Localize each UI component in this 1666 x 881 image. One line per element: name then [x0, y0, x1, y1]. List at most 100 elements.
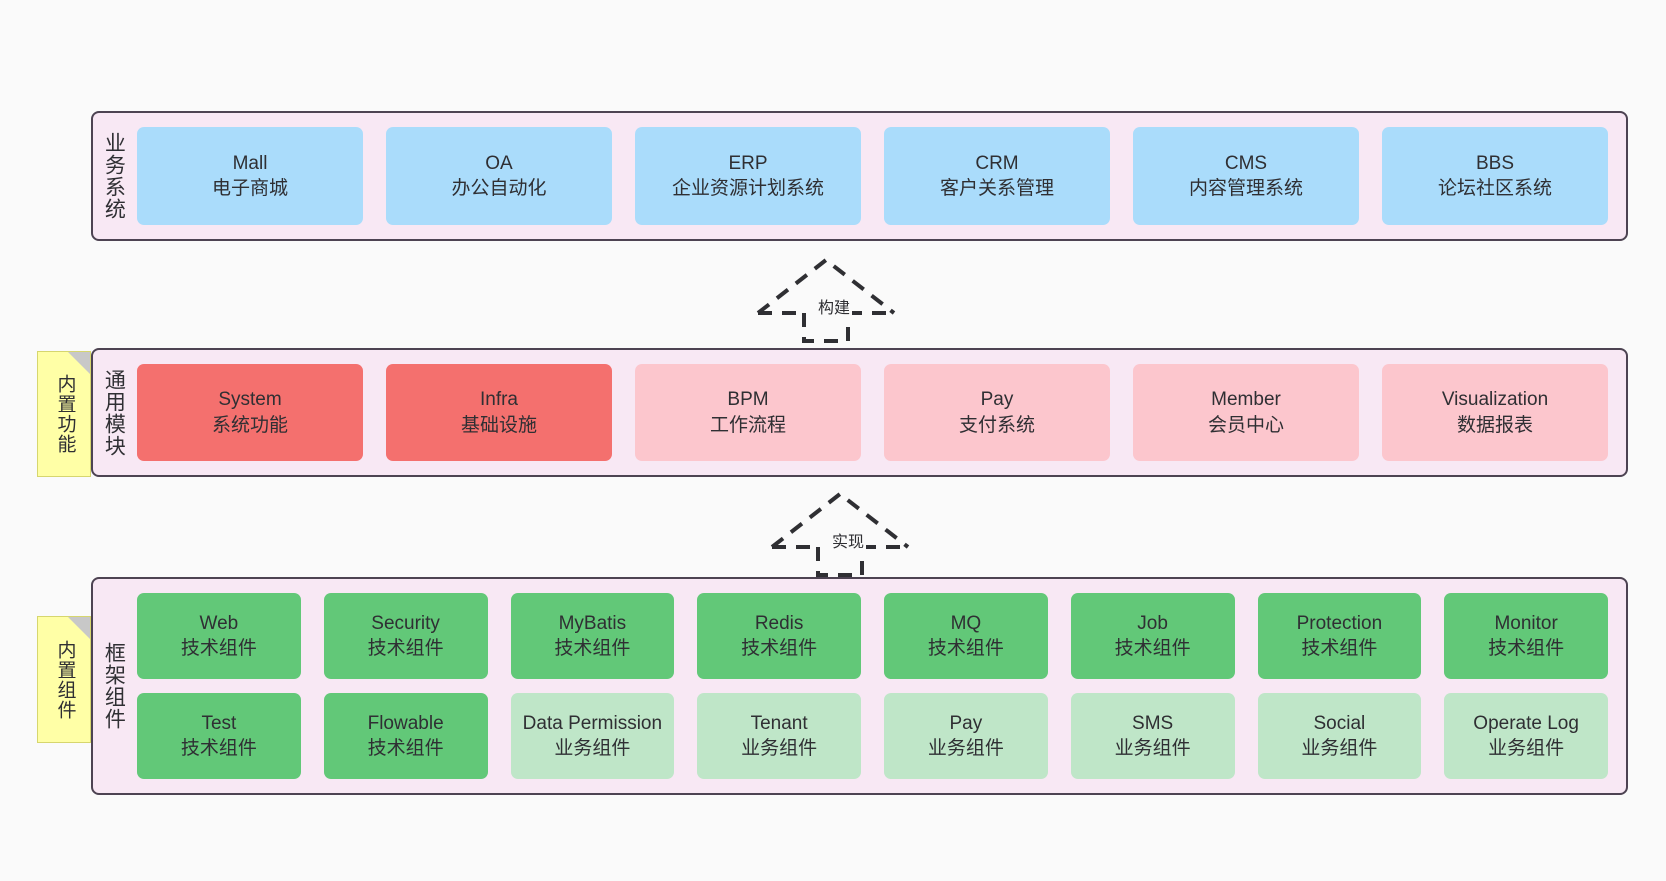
node-title: SMS [1132, 712, 1174, 734]
node-web[interactable]: Web 技术组件 [137, 593, 301, 679]
layer-label-business-system: 业务系统 [102, 132, 126, 220]
node-title: Test [201, 712, 237, 734]
node-subtitle: 业务组件 [1114, 738, 1191, 759]
node-subtitle: 业务组件 [741, 738, 818, 759]
layer-label-framework-component: 框架组件 [102, 642, 126, 730]
layer-row: Test 技术组件 Flowable 技术组件 Data Permission … [137, 693, 1608, 779]
arrow-label-implement: 实现 [830, 528, 867, 552]
node-subtitle: 业务组件 [554, 738, 631, 759]
node-job[interactable]: Job 技术组件 [1070, 593, 1235, 679]
node-monitor[interactable]: Monitor 技术组件 [1444, 593, 1608, 679]
layer-framework-component[interactable]: 框架组件 Web 技术组件 Security 技术组件 MyBatis 技术组件… [91, 577, 1628, 795]
node-erp[interactable]: ERP 企业资源计划系统 [635, 127, 861, 225]
node-subtitle: 技术组件 [1114, 638, 1191, 659]
layer-body-business-system: Mall 电子商城 OA 办公自动化 ERP 企业资源计划系统 CRM 客户关系… [133, 113, 1626, 239]
node-redis[interactable]: Redis 技术组件 [697, 593, 861, 679]
node-title: Member [1211, 389, 1281, 411]
layer-body-common-module: System 系统功能 Infra 基础设施 BPM 工作流程 Pay 支付系统… [133, 350, 1626, 475]
node-title: OA [485, 152, 513, 174]
arrow-head-path [770, 491, 910, 549]
node-subtitle: 客户关系管理 [939, 178, 1054, 199]
layer-business-system[interactable]: 业务系统 Mall 电子商城 OA 办公自动化 ERP 企业资源计划系统 CRM… [91, 111, 1628, 241]
node-pay-module[interactable]: Pay 支付系统 [884, 364, 1110, 461]
node-system[interactable]: System 系统功能 [137, 364, 363, 461]
node-operate-log[interactable]: Operate Log 业务组件 [1444, 693, 1608, 779]
node-subtitle: 办公自动化 [451, 178, 547, 199]
node-sms[interactable]: SMS 业务组件 [1070, 693, 1235, 779]
node-title: Tenant [750, 712, 808, 734]
node-subtitle: 技术组件 [1488, 638, 1565, 659]
node-title: Visualization [1441, 389, 1549, 411]
layer-row: Mall 电子商城 OA 办公自动化 ERP 企业资源计划系统 CRM 客户关系… [137, 127, 1608, 225]
node-title: System [218, 389, 282, 411]
node-subtitle: 会员中心 [1207, 414, 1284, 436]
node-mall[interactable]: Mall 电子商城 [137, 127, 363, 225]
node-subtitle: 业务组件 [1301, 738, 1378, 759]
sticky-note-label: 内置组件 [54, 639, 76, 720]
node-subtitle: 系统功能 [211, 414, 288, 436]
node-flowable[interactable]: Flowable 技术组件 [323, 693, 488, 779]
node-subtitle: 电子商城 [211, 178, 288, 199]
node-title: MQ [950, 612, 982, 634]
node-subtitle: 技术组件 [554, 638, 631, 659]
node-data-permission[interactable]: Data Permission 业务组件 [510, 693, 675, 779]
node-title: Web [199, 612, 239, 634]
node-subtitle: 业务组件 [927, 738, 1004, 759]
node-mybatis[interactable]: MyBatis 技术组件 [510, 593, 675, 679]
node-title: Data Permission [522, 712, 663, 734]
node-social[interactable]: Social 业务组件 [1257, 693, 1422, 779]
node-title: ERP [728, 152, 768, 174]
node-title: BBS [1475, 152, 1515, 174]
node-mq[interactable]: MQ 技术组件 [884, 593, 1048, 679]
node-subtitle: 技术组件 [180, 738, 257, 759]
sticky-note-builtin-function[interactable]: 内置功能 [37, 351, 91, 477]
node-visualization[interactable]: Visualization 数据报表 [1382, 364, 1608, 461]
layer-body-framework-component: Web 技术组件 Security 技术组件 MyBatis 技术组件 Redi… [133, 579, 1626, 793]
node-title: Operate Log [1473, 712, 1579, 734]
node-subtitle: 基础设施 [460, 414, 537, 436]
node-oa[interactable]: OA 办公自动化 [386, 127, 612, 225]
node-pay-component[interactable]: Pay 业务组件 [884, 693, 1048, 779]
layer-common-module[interactable]: 通用模块 System 系统功能 Infra 基础设施 BPM 工作流程 Pay… [91, 348, 1628, 477]
node-title: Pay [949, 712, 983, 734]
node-title: Job [1137, 612, 1168, 634]
node-title: Protection [1296, 612, 1383, 634]
node-title: CRM [975, 152, 1019, 174]
node-protection[interactable]: Protection 技术组件 [1257, 593, 1422, 679]
arrow-label-build: 构建 [816, 294, 853, 318]
node-title: Social [1313, 712, 1366, 734]
arrow-implement: 实现 [770, 491, 915, 577]
node-title: Monitor [1494, 612, 1558, 634]
arrow-build: 构建 [756, 257, 901, 343]
node-subtitle: 技术组件 [180, 638, 257, 659]
node-subtitle: 技术组件 [367, 738, 444, 759]
node-test[interactable]: Test 技术组件 [137, 693, 301, 779]
node-title: Pay [980, 389, 1014, 411]
node-title: CMS [1224, 152, 1268, 174]
node-title: Redis [754, 612, 804, 634]
node-subtitle: 技术组件 [927, 638, 1004, 659]
node-cms[interactable]: CMS 内容管理系统 [1133, 127, 1359, 225]
node-subtitle: 技术组件 [741, 638, 818, 659]
node-tenant[interactable]: Tenant 业务组件 [697, 693, 861, 779]
node-bpm[interactable]: BPM 工作流程 [635, 364, 861, 461]
folded-corner-icon [68, 352, 90, 374]
layer-row: Web 技术组件 Security 技术组件 MyBatis 技术组件 Redi… [137, 593, 1608, 679]
node-subtitle: 业务组件 [1488, 738, 1565, 759]
arrow-shaft-path [802, 313, 850, 343]
node-security[interactable]: Security 技术组件 [323, 593, 488, 679]
sticky-note-label: 内置功能 [54, 374, 76, 454]
node-subtitle: 内容管理系统 [1188, 178, 1303, 199]
node-infra[interactable]: Infra 基础设施 [386, 364, 612, 461]
node-bbs[interactable]: BBS 论坛社区系统 [1382, 127, 1608, 225]
arrow-head-path [756, 257, 896, 315]
node-subtitle: 企业资源计划系统 [671, 178, 824, 199]
sticky-note-builtin-component[interactable]: 内置组件 [37, 616, 91, 743]
node-member[interactable]: Member 会员中心 [1133, 364, 1359, 461]
node-title: Security [371, 612, 440, 634]
node-crm[interactable]: CRM 客户关系管理 [884, 127, 1110, 225]
node-subtitle: 支付系统 [958, 414, 1035, 436]
node-title: MyBatis [558, 612, 627, 634]
layer-row: System 系统功能 Infra 基础设施 BPM 工作流程 Pay 支付系统… [137, 364, 1608, 461]
